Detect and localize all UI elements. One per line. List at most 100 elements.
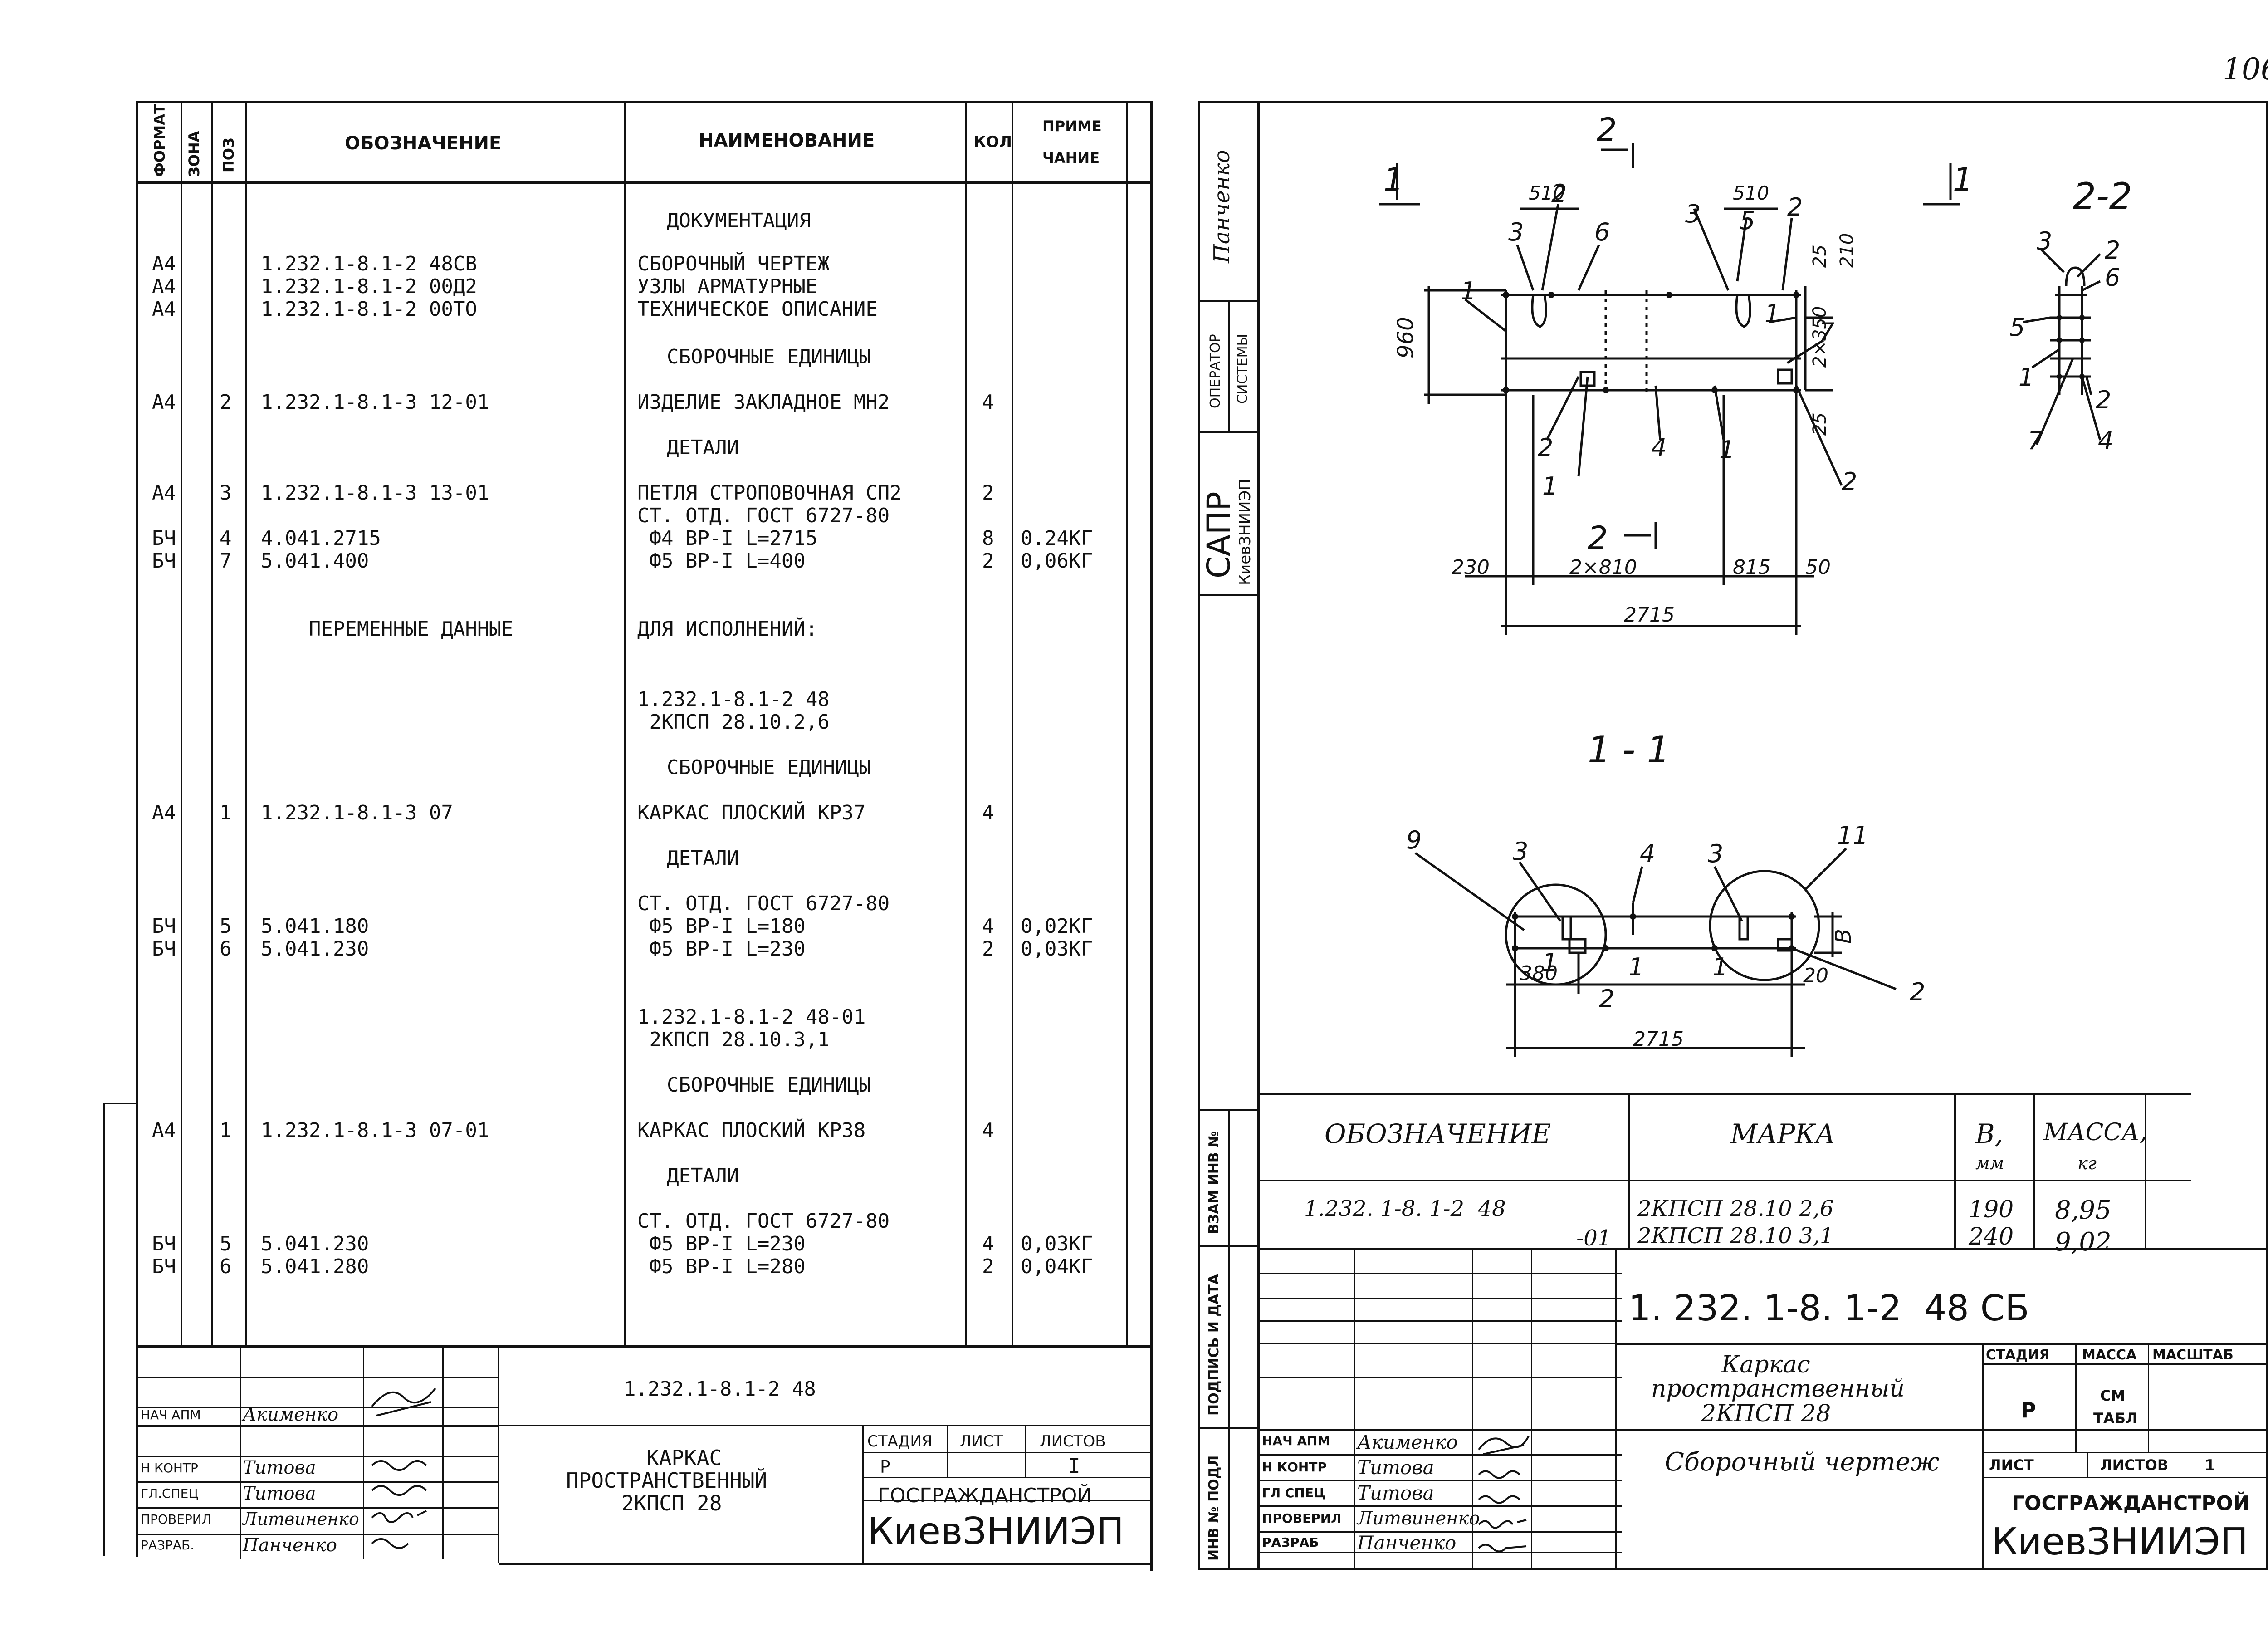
right-title-3: 2КПСП 28 bbox=[1701, 1400, 1831, 1427]
table-row2-designation: -01 bbox=[1576, 1225, 1612, 1251]
spec-pos: 5 bbox=[220, 1232, 232, 1255]
left-sheets-label: ЛИСТОВ bbox=[1040, 1432, 1106, 1451]
left-sheet-label: ЛИСТ bbox=[960, 1432, 1003, 1451]
spec-pos: 1 bbox=[220, 801, 232, 824]
dim-510-left: 510 bbox=[1529, 182, 1565, 204]
spec-format: БЧ bbox=[152, 549, 176, 573]
spec-pos: 7 bbox=[220, 549, 232, 573]
left-signature-marks bbox=[371, 1387, 436, 1549]
right-mass-2: ТАБЛ bbox=[2093, 1410, 2138, 1427]
spec-qty: 4 bbox=[982, 915, 994, 938]
table-h-mark: МАРКА bbox=[1730, 1118, 1836, 1149]
callout-s11-4: 4 bbox=[1640, 839, 1655, 868]
spec-note: 0.24КГ bbox=[1021, 527, 1093, 550]
spec-format: А4 bbox=[152, 252, 176, 275]
spec-qty: 4 bbox=[982, 1119, 994, 1142]
spec-name: ПЕТЛЯ СТРОПОВОЧНАЯ СП2 bbox=[637, 481, 902, 505]
spec-pos: 3 bbox=[220, 481, 232, 505]
spec-name: 1.232.1-8.1-2 48-01 bbox=[637, 1005, 866, 1029]
spec-name: ДЛЯ ИСПОЛНЕНИЙ: bbox=[637, 618, 818, 641]
callout-4: 4 bbox=[1651, 433, 1667, 462]
cut-label-2-top: 2 bbox=[1597, 111, 1617, 148]
r-role-nach-apm: НАЧ АПМ bbox=[1262, 1433, 1330, 1448]
margin-inv-podl: ИНВ № ПОДЛ bbox=[1206, 1455, 1222, 1561]
spec-designation: 4.041.2715 bbox=[261, 527, 381, 550]
margin-sign-date: ПОДПИСЬ И ДАТА bbox=[1206, 1274, 1222, 1416]
left-org-2: КиевЗНИИЭП bbox=[867, 1510, 1124, 1553]
right-mass-label: МАССА bbox=[2082, 1347, 2137, 1363]
header-designation: ОБОЗНАЧЕНИЕ bbox=[345, 133, 502, 154]
spec-section-heading: ДЕТАЛИ bbox=[667, 436, 739, 459]
callout-1c: 1 bbox=[1719, 436, 1735, 464]
right-stage-label: СТАДИЯ bbox=[1986, 1347, 2050, 1363]
right-title-4: Сборочный чертеж bbox=[1665, 1447, 1940, 1477]
callout-5: 5 bbox=[1740, 206, 1755, 235]
callout-s11-2a: 2 bbox=[1599, 985, 1614, 1013]
table-row2-mass: 9,02 bbox=[2055, 1227, 2112, 1257]
spec-name: 1.232.1-8.1-2 48 bbox=[637, 688, 830, 711]
spec-format: А4 bbox=[152, 298, 176, 321]
name-razrab: Панченко bbox=[243, 1535, 337, 1556]
header-pos: ПОЗ bbox=[220, 137, 237, 172]
right-sheets-label: ЛИСТОВ bbox=[2100, 1456, 2169, 1474]
callout-11: 11 bbox=[1837, 821, 1868, 850]
table-row2-b: 240 bbox=[1969, 1223, 2014, 1250]
spec-name: ТЕХНИЧЕСКОЕ ОПИСАНИЕ bbox=[637, 298, 878, 321]
spec-designation: 1.232.1-8.1-2 00ТО bbox=[261, 298, 477, 321]
section-1-1-title: 1 - 1 bbox=[1588, 729, 1670, 771]
header-name: НАИМЕНОВАНИЕ bbox=[699, 130, 875, 151]
page-number: 106 bbox=[2223, 52, 2268, 87]
name-nach-apm: Акименко bbox=[243, 1404, 339, 1425]
spec-name: СБОРОЧНЫЙ ЧЕРТЕЖ bbox=[637, 252, 830, 275]
spec-format: А4 bbox=[152, 391, 176, 414]
callout-s22-6: 6 bbox=[2105, 263, 2120, 292]
name-proveril: Литвиненко bbox=[243, 1509, 359, 1529]
spec-pos: 2 bbox=[220, 391, 232, 414]
spec-designation: 1.232.1-8.1-2 48СВ bbox=[261, 252, 477, 275]
spec-section-heading: ДОКУМЕНТАЦИЯ bbox=[667, 209, 811, 232]
right-sheet-label: ЛИСТ bbox=[1989, 1456, 2034, 1474]
spec-name: Ф5 ВР-I L=280 bbox=[637, 1255, 806, 1278]
right-title-1: Каркас bbox=[1721, 1351, 1810, 1378]
r-role-n-kontr: Н КОНТР bbox=[1262, 1460, 1327, 1475]
callout-s11-1c: 1 bbox=[1712, 953, 1728, 981]
table-h-designation: ОБОЗНАЧЕНИЕ bbox=[1325, 1118, 1551, 1149]
spec-pos: 6 bbox=[220, 1255, 232, 1278]
right-org-1: ГОСГРАЖДАНСТРОЙ bbox=[2012, 1492, 2250, 1515]
dim-815: 815 bbox=[1733, 556, 1771, 579]
callout-1d: 1 bbox=[1765, 299, 1780, 328]
spec-qty: 2 bbox=[982, 549, 994, 573]
right-stage: Р bbox=[2021, 1398, 2036, 1422]
margin-operator: ОПЕРАТОР bbox=[1207, 334, 1223, 408]
spec-designation: 1.232.1-8.1-3 07 bbox=[261, 801, 453, 824]
callout-s22-4: 4 bbox=[2098, 426, 2113, 455]
right-doc-code: 1. 232. 1-8. 1-2 48 СБ bbox=[1628, 1288, 2029, 1329]
spec-name: КАРКАС ПЛОСКИЙ КР38 bbox=[637, 1119, 866, 1142]
callout-2b: 2 bbox=[1787, 193, 1803, 221]
spec-section-heading: СБОРОЧНЫЕ ЕДИНИЦЫ bbox=[667, 1073, 871, 1097]
callout-s22-2b: 2 bbox=[2096, 386, 2111, 414]
callout-1: 1 bbox=[1461, 277, 1476, 305]
spec-qty: 4 bbox=[982, 801, 994, 824]
left-title-2: ПРОСТРАНСТВЕННЫЙ bbox=[566, 1468, 767, 1493]
spec-pos: 1 bbox=[220, 1119, 232, 1142]
spec-name: Ф5 ВР-I L=180 bbox=[637, 915, 806, 938]
spec-name: УЗЛЫ АРМАТУРНЫЕ bbox=[637, 275, 818, 298]
dim-25-bottom: 25 bbox=[1809, 412, 1830, 436]
callout-3: 3 bbox=[1508, 218, 1524, 246]
spec-name: Ф5 ВР-I L=400 bbox=[637, 549, 806, 573]
name-gl-spec: Титова bbox=[243, 1483, 316, 1504]
spec-designation: 1.232.1-8.1-3 07-01 bbox=[261, 1119, 489, 1142]
dim-25-top: 25 bbox=[1809, 245, 1830, 268]
r-name-gl-spec: Титова bbox=[1357, 1482, 1434, 1504]
left-stage-label: СТАДИЯ bbox=[867, 1432, 933, 1451]
dim-20: 20 bbox=[1803, 964, 1828, 987]
role-razrab: РАЗРАБ. bbox=[141, 1538, 195, 1553]
spec-format: А4 bbox=[152, 801, 176, 824]
callout-s11-1a: 1 bbox=[1542, 948, 1558, 977]
dim-2715-top: 2715 bbox=[1624, 603, 1675, 627]
header-zone: ЗОНА bbox=[186, 131, 203, 177]
dim-2715-section: 2715 bbox=[1633, 1028, 1684, 1051]
spec-name: Ф5 ВР-I L=230 bbox=[637, 937, 806, 961]
dim-510-right: 510 bbox=[1733, 182, 1769, 204]
